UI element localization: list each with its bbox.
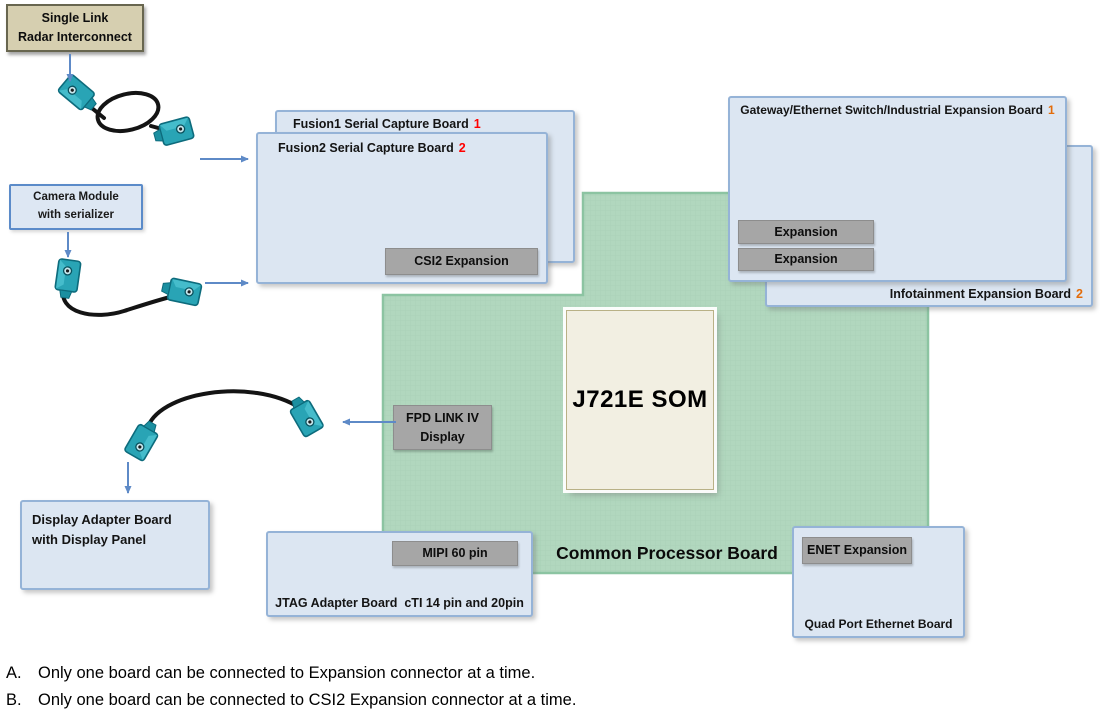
radar-box-line1: Single Link xyxy=(41,11,109,26)
fpd-connector-line2: Display xyxy=(420,429,465,444)
fpd-connector-line1: FPD LINK IV xyxy=(406,411,479,426)
expansion-connector-1-label: Expansion xyxy=(774,224,838,239)
footnote-a-text: Only one board can be connected to Expan… xyxy=(38,664,536,682)
footnote-b-text: Only one board can be connected to CSI2 … xyxy=(38,691,577,709)
footnotes: A. Only one board can be connected to Ex… xyxy=(6,660,576,714)
camera-module-box: Camera Module with serializer xyxy=(9,184,143,230)
jtag-board-subtitle: cTI 14 pin and 20pin xyxy=(404,596,524,610)
display-board-line2: with Display Panel xyxy=(32,531,147,547)
som-label: J721E SOM xyxy=(572,386,708,413)
fusion1-board-number: 1 xyxy=(473,117,481,131)
camera-box-line1: Camera Module xyxy=(33,191,119,204)
display-board-line1: Display Adapter Board xyxy=(32,512,172,527)
footnote-a: A. Only one board can be connected to Ex… xyxy=(6,660,576,687)
gateway-board-title: Gateway/Ethernet Switch/Industrial Expan… xyxy=(740,103,1044,117)
mipi-60pin-label: MIPI 60 pin xyxy=(422,546,488,561)
quad-board-title: Quad Port Ethernet Board xyxy=(804,617,953,631)
fusion2-serial-capture-board: Fusion2 Serial Capture Board 2 CSI2 Expan… xyxy=(256,132,548,284)
gateway-ethernet-industrial-expansion-board: Gateway/Ethernet Switch/Industrial Expan… xyxy=(728,96,1067,282)
expansion-connector-2-label: Expansion xyxy=(774,252,838,267)
jtag-board-title: JTAG Adapter Board xyxy=(275,596,398,610)
infotainment-board-title: Infotainment Expansion Board xyxy=(889,287,1072,301)
common-processor-board-label: Common Processor Board xyxy=(556,543,778,563)
radar-box-line2: Radar Interconnect xyxy=(18,30,132,44)
jtag-adapter-board: MIPI 60 pin JTAG Adapter Board cTI 14 pi… xyxy=(266,531,533,617)
expansion-connector-1: Expansion xyxy=(738,220,874,244)
fpd-link-iv-display-connector: FPD LINK IV Display xyxy=(393,405,492,450)
mipi-60pin-connector: MIPI 60 pin xyxy=(392,541,518,566)
fusion2-board-title: Fusion2 Serial Capture Board xyxy=(278,141,454,155)
footnote-b: B. Only one board can be connected to CS… xyxy=(6,687,576,714)
j721e-som: J721E SOM xyxy=(566,310,714,490)
csi2-expansion-label: CSI2 Expansion xyxy=(414,254,509,269)
csi2-expansion-connector: CSI2 Expansion xyxy=(385,248,538,275)
fusion1-board-title: Fusion1 Serial Capture Board xyxy=(293,117,469,131)
footnote-b-letter: B. xyxy=(6,691,22,709)
enet-expansion-label: ENET Expansion xyxy=(806,543,908,558)
expansion-connector-2: Expansion xyxy=(738,248,874,271)
display-adapter-board: Display Adapter Board with Display Panel xyxy=(20,500,210,590)
fusion2-board-number: 2 xyxy=(458,141,466,155)
infotainment-board-number: 2 xyxy=(1076,287,1083,301)
camera-box-line2: with serializer xyxy=(37,209,115,221)
quad-port-ethernet-board: ENET Expansion Quad Port Ethernet Board xyxy=(792,526,965,638)
enet-expansion-connector: ENET Expansion xyxy=(802,537,912,564)
footnote-a-letter: A. xyxy=(6,664,22,682)
single-link-radar-interconnect-box: Single Link Radar Interconnect xyxy=(6,4,144,52)
gateway-board-number: 1 xyxy=(1048,103,1055,117)
